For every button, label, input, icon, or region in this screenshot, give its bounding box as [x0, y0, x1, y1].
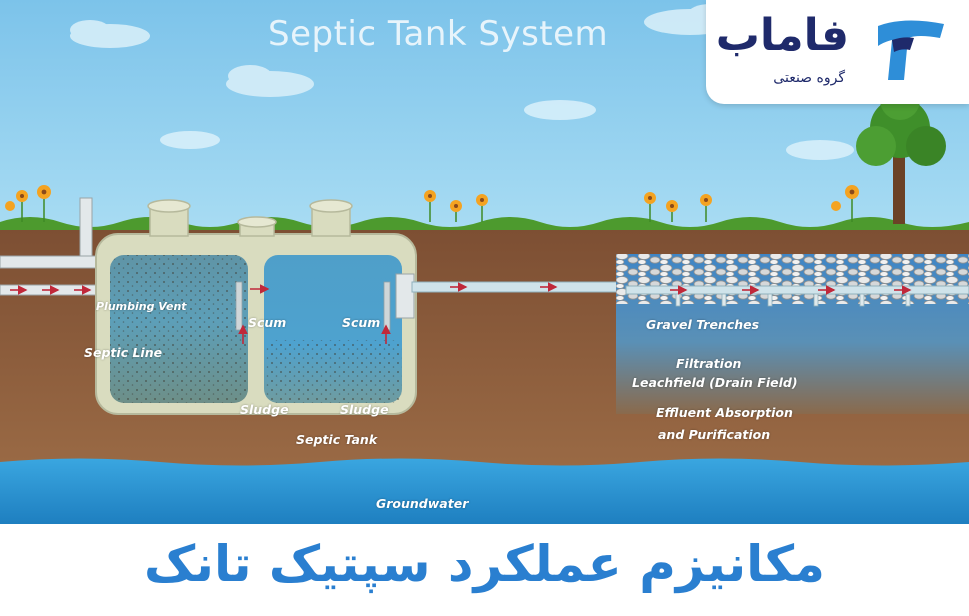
logo-mark-icon [878, 20, 944, 81]
gravel-trenches-label: Gravel Trenches [646, 317, 760, 332]
effluent-label-line1: Effluent Absorption [656, 405, 793, 420]
scum-label-left: Scum [248, 315, 287, 330]
scum-label-right: Scum [342, 315, 381, 330]
groundwater-layer [0, 458, 969, 524]
bottom-banner: مکانیزم عملکرد سپتیک تانک [0, 524, 969, 616]
vent-pipe [79, 197, 93, 257]
leachfield-label: Leachfield (Drain Field) [632, 375, 798, 390]
septic-tank [95, 199, 417, 415]
diagram-title: Septic Tank System [268, 14, 609, 54]
filtration-label: Filtration [676, 356, 742, 371]
flowers [5, 185, 859, 222]
groundwater-label: Groundwater [376, 496, 469, 511]
logo-name: فاماب [715, 10, 849, 61]
brand-logo: فاماب گروه صنعتی [706, 0, 969, 104]
banner-title: مکانیزم عملکرد سپتیک تانک [143, 535, 825, 593]
flow-arrows [10, 282, 912, 344]
outlet-pipe [411, 281, 637, 293]
sludge-label-left: Sludge [240, 402, 289, 417]
logo-subtitle: گروه صنعتی [773, 70, 845, 86]
septic-tank-label: Septic Tank [296, 432, 378, 447]
sludge-label-right: Sludge [340, 402, 389, 417]
plumbing-vent-label: Plumbing Vent [96, 300, 187, 313]
septic-line-label: Septic Line [84, 345, 163, 360]
leachfield [616, 254, 969, 414]
effluent-label-line2: and Purification [658, 427, 771, 442]
